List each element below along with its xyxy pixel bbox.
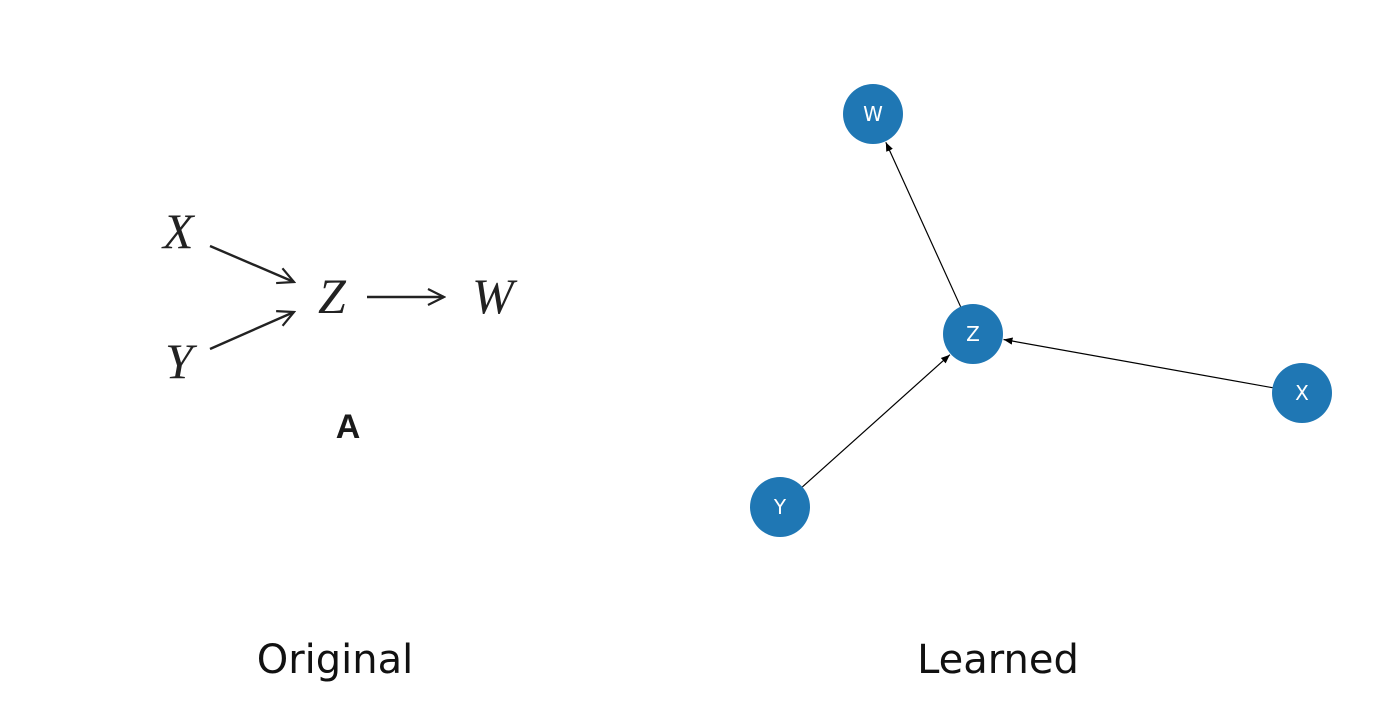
original-edge-y-z [209, 312, 294, 351]
learned-node-y-label: Y [773, 495, 787, 519]
learned-node-w: W [843, 84, 903, 144]
learned-node-w-label: W [863, 102, 883, 126]
original-node-x: X [161, 203, 196, 259]
original-panel-label: Original [257, 637, 414, 683]
learned-panel-label: Learned [917, 637, 1079, 683]
learned-graph: W Z X Y [750, 84, 1332, 537]
learned-edge-y-z [801, 354, 951, 488]
original-caption: A [336, 408, 361, 446]
original-graph: X Y Z W A [161, 203, 518, 446]
learned-edge-z-w [885, 141, 962, 307]
learned-edges [801, 141, 1273, 488]
original-node-y: Y [165, 333, 198, 389]
learned-node-x: X [1272, 363, 1332, 423]
learned-edge-x-z [1003, 337, 1273, 389]
original-edges [209, 244, 444, 351]
learned-node-x-label: X [1295, 381, 1309, 405]
original-edge-x-z [209, 244, 294, 282]
original-node-w: W [472, 268, 518, 324]
learned-node-z: Z [943, 304, 1003, 364]
original-node-z: Z [318, 268, 347, 324]
learned-node-z-label: Z [966, 322, 980, 346]
learned-nodes: W Z X Y [750, 84, 1332, 537]
learned-node-y: Y [750, 477, 810, 537]
original-nodes: X Y Z W [161, 203, 518, 389]
